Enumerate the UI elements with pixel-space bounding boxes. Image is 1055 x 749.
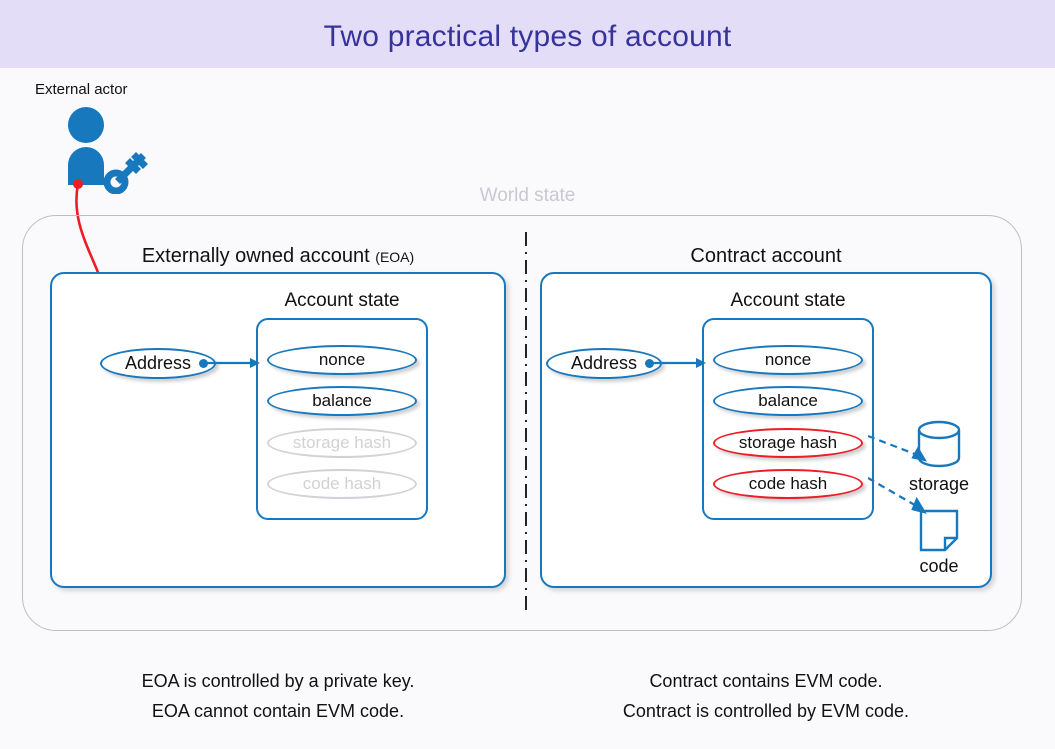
title-bar bbox=[0, 0, 1055, 68]
contract-field-nonce[interactable]: nonce bbox=[713, 345, 863, 375]
eoa-account-state-label: Account state bbox=[284, 290, 400, 311]
contract-address-anchor-dot bbox=[645, 359, 654, 368]
eoa-field-code-hash: code hash bbox=[267, 469, 417, 499]
eoa-title-sub: (EOA) bbox=[375, 249, 415, 265]
contract-address-arrow bbox=[652, 358, 706, 368]
external-actor-label: External actor bbox=[35, 81, 128, 98]
eoa-title: Externally owned account (EOA) bbox=[50, 245, 506, 268]
eoa-address-label: Address bbox=[124, 353, 192, 373]
page-title: Two practical types of account bbox=[323, 20, 732, 53]
contract-account-state-label: Account state bbox=[730, 290, 846, 311]
code-hash-to-code-arrow bbox=[868, 477, 927, 514]
world-state-container bbox=[22, 215, 1022, 631]
eoa-field-storage-hash: storage hash bbox=[267, 428, 417, 458]
storage-label: storage bbox=[908, 474, 970, 494]
database-cylinder-icon bbox=[917, 420, 961, 468]
contract-title-main: Contract account bbox=[690, 245, 842, 267]
eoa-address-ellipse[interactable]: Address bbox=[100, 348, 216, 379]
contract-caption-line-2: Contract is controlled by EVM code. bbox=[622, 701, 910, 721]
eoa-title-main: Externally owned account bbox=[141, 245, 370, 267]
key-icon bbox=[104, 152, 148, 194]
eoa-field-nonce[interactable]: nonce bbox=[267, 345, 417, 375]
eoa-caption: EOA is controlled by a private key. EOA … bbox=[50, 666, 506, 726]
eoa-address-arrow bbox=[206, 358, 260, 368]
contract-field-code-hash[interactable]: code hash bbox=[713, 469, 863, 499]
contract-address-ellipse[interactable]: Address bbox=[546, 348, 662, 379]
eoa-address-anchor-dot bbox=[199, 359, 208, 368]
contract-caption: Contract contains EVM code. Contract is … bbox=[540, 666, 992, 726]
code-label: code bbox=[919, 556, 959, 576]
contract-address-label: Address bbox=[570, 353, 638, 373]
eoa-caption-line-1: EOA is controlled by a private key. bbox=[141, 671, 415, 691]
person-icon bbox=[68, 107, 104, 185]
contract-title: Contract account bbox=[540, 245, 992, 268]
eoa-caption-line-2: EOA cannot contain EVM code. bbox=[151, 701, 405, 721]
document-page-icon bbox=[919, 509, 959, 552]
contract-field-storage-hash[interactable]: storage hash bbox=[713, 428, 863, 458]
eoa-field-balance[interactable]: balance bbox=[267, 386, 417, 416]
contract-field-balance[interactable]: balance bbox=[713, 386, 863, 416]
world-state-label: World state bbox=[479, 185, 576, 206]
contract-caption-line-1: Contract contains EVM code. bbox=[649, 671, 883, 691]
